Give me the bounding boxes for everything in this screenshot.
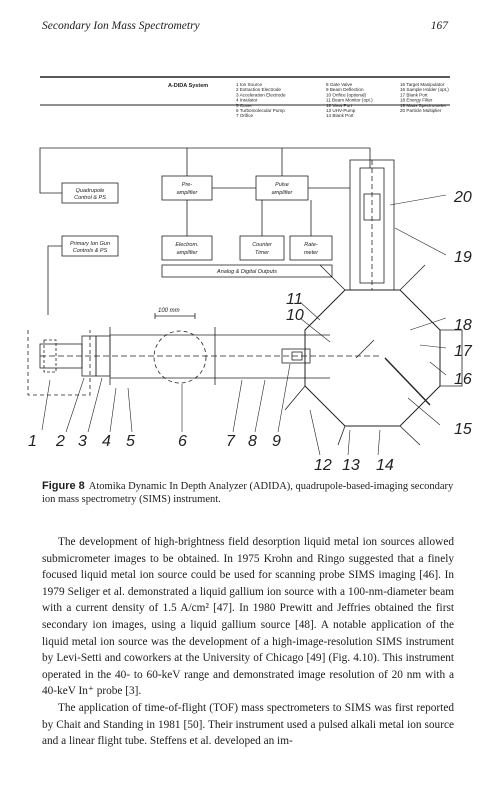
part-label: 15 Target Manipulator	[400, 82, 445, 87]
callout-14: 14	[376, 457, 394, 474]
callout-13: 13	[342, 457, 360, 474]
top-leaders	[299, 301, 331, 343]
callout-10: 10	[286, 307, 304, 324]
callout-5: 5	[126, 433, 135, 450]
counter-timer-box	[239, 235, 285, 261]
preamplifier-box	[161, 175, 213, 201]
electrom-label-1: Electrom.	[175, 242, 198, 248]
page-number: 167	[430, 20, 448, 32]
paragraph-1: The development of high-brightness field…	[42, 536, 454, 698]
part-label: 6 Turbomolecular Pump	[236, 108, 285, 113]
part-label: 4 Insulator	[236, 98, 258, 103]
ratemeter-label-1: Rate-	[304, 242, 318, 248]
preamp-label-2: amplifier	[177, 190, 199, 196]
running-title: Secondary Ion Mass Spectrometry	[42, 20, 200, 32]
callout-1: 1	[28, 433, 37, 450]
counter-label-1: Counter	[252, 242, 273, 248]
callout-19: 19	[454, 249, 472, 266]
chamber-ports-bottom	[284, 385, 421, 446]
part-label: 1 Ion Source	[236, 82, 262, 87]
target-manipulator	[384, 357, 431, 406]
preamp-label-1: Pre-	[182, 182, 193, 188]
callout-8: 8	[248, 433, 257, 450]
primary-ion-label-1: Primary Ion Gun	[70, 241, 110, 247]
pulse-label-2: amplifier	[272, 190, 294, 196]
callout-17: 17	[454, 343, 473, 360]
part-label: 19 Mass Spectrometer	[400, 103, 447, 108]
beam-tube-walls	[110, 334, 330, 379]
part-label: 17 Blank Port	[400, 92, 428, 97]
part-label: 9 Beam Deflection	[326, 87, 364, 92]
callout-6: 6	[178, 433, 187, 450]
paragraph-2: The application of time-of-flight (TOF) …	[42, 701, 454, 748]
callout-4: 4	[102, 433, 111, 450]
callout-16: 16	[454, 371, 472, 388]
callout-20: 20	[453, 189, 472, 206]
turbomolecular-pump	[153, 330, 207, 384]
part-label: 20 Particle Multiplier	[400, 108, 442, 113]
callout-18: 18	[454, 317, 472, 334]
sample-holder	[355, 339, 375, 359]
pulse-amplifier-box	[255, 175, 309, 201]
scale-label: 100 mm	[158, 308, 180, 314]
outputs-box	[161, 264, 333, 278]
part-label: 16 Sample Holder (opt.)	[400, 87, 449, 92]
particle-multiplier	[363, 193, 381, 221]
source-housing	[27, 330, 91, 396]
callout-7: 7	[226, 433, 236, 450]
ion-gun-wire	[47, 245, 62, 315]
part-label: 12 View Port	[326, 103, 353, 108]
counter-label-2: Timer	[255, 250, 270, 256]
callout-2: 2	[55, 433, 65, 450]
quadrupole-label-1: Quadrupole	[76, 188, 105, 194]
callout-15: 15	[454, 421, 472, 438]
callout-9: 9	[272, 433, 281, 450]
body-text: The development of high-brightness field…	[42, 534, 454, 750]
right-leaders	[389, 194, 447, 426]
part-label: 8 Gate Valve	[326, 82, 353, 87]
quadrupole-label-2: Control & PS	[74, 195, 106, 201]
ratemeter-box	[289, 235, 333, 261]
electrom-label-2: amplifier	[177, 250, 199, 256]
part-label: 10 Orifice (optional)	[326, 92, 367, 97]
chamber-ports-top	[319, 264, 426, 291]
bottom-leaders	[41, 363, 381, 456]
quadrupole-wire	[39, 147, 371, 194]
callout-11: 11	[286, 291, 303, 308]
callout-12: 12	[314, 457, 332, 474]
running-head: Secondary Ion Mass Spectrometry 167	[42, 20, 448, 36]
system-title: A-DIDA System	[168, 83, 208, 89]
electrometer-amplifier-box	[161, 235, 213, 261]
part-label: 14 Blank Port	[326, 113, 354, 118]
caption-text: Atomika Dynamic In Depth Analyzer (ADIDA…	[42, 481, 454, 505]
part-label: 7 Orifice	[236, 113, 254, 118]
part-label: 5 Cover	[236, 103, 253, 108]
pulse-label-1: Pulse	[275, 182, 289, 188]
part-label: 2 Extraction Electrode	[236, 87, 281, 92]
part-label: 11 Beam Monitor (opt.)	[326, 98, 373, 103]
part-label: 13 UHV-Pump	[326, 108, 356, 113]
outputs-label: Analog & Digital Outputs	[216, 269, 277, 275]
callout-3: 3	[78, 433, 87, 450]
pulse-counter-wires	[261, 200, 312, 236]
ratemeter-label-2: meter	[304, 250, 319, 256]
part-label: 3 Acceleration Electrode	[236, 92, 286, 97]
part-label: 18 Energy Filter	[400, 98, 433, 103]
head-wires	[186, 148, 283, 176]
primary-ion-label-2: Controls & PS	[73, 248, 108, 254]
target-chamber	[304, 289, 441, 427]
chamber-port-right	[440, 329, 463, 387]
figure-label: Figure 8	[42, 480, 85, 492]
scale-bar	[154, 313, 196, 319]
